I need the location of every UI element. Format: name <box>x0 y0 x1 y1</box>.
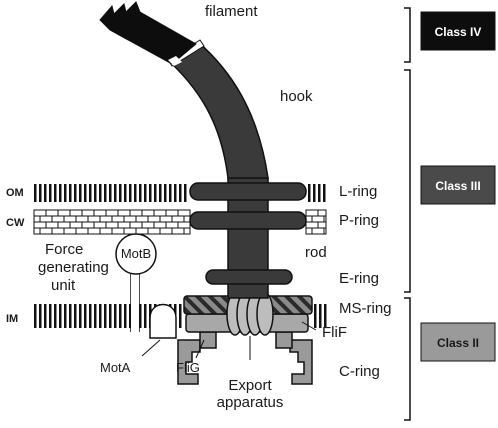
cell-wall <box>33 209 327 235</box>
force-label-line3: unit <box>51 277 76 294</box>
export-apparatus <box>226 292 274 336</box>
c-ring-label: C-ring <box>339 363 380 380</box>
force-label-line1: Force <box>45 241 83 258</box>
class-iv-label: Class IV <box>435 25 482 39</box>
class-brackets <box>404 7 411 421</box>
export-label-line2: apparatus <box>217 394 284 411</box>
class-iii-label: Class III <box>435 179 480 193</box>
l-ring <box>189 182 307 201</box>
flif-label: FliF <box>322 324 347 341</box>
flig-label: FliG <box>176 360 200 375</box>
hook-label: hook <box>280 88 313 105</box>
hook <box>167 39 269 179</box>
e-ring-label: E-ring <box>339 270 379 287</box>
om-label: OM <box>6 187 24 199</box>
p-ring-label: P-ring <box>339 212 379 229</box>
im-label: IM <box>6 313 18 325</box>
export-label-line1: Export <box>228 377 272 394</box>
outer-membrane <box>34 184 326 202</box>
cw-label: CW <box>6 217 25 229</box>
class-iv-box: Class IV <box>420 11 496 51</box>
class-iii-box: Class III <box>420 165 496 205</box>
l-ring-label: L-ring <box>339 183 377 200</box>
motb-label: MotB <box>121 246 151 261</box>
filament <box>99 1 197 66</box>
rod-label: rod <box>305 244 327 261</box>
force-label-line2: generating <box>38 259 109 276</box>
mota <box>141 303 177 357</box>
e-ring <box>205 269 293 285</box>
p-ring <box>189 211 307 230</box>
class-ii-box: Class II <box>420 322 496 362</box>
filament-label: filament <box>205 3 258 20</box>
leader-lines <box>195 321 317 360</box>
class-ii-label: Class II <box>437 336 479 350</box>
ms-ring-label: MS-ring <box>339 300 392 317</box>
mota-label: MotA <box>100 360 131 375</box>
motb: MotB <box>115 233 157 332</box>
